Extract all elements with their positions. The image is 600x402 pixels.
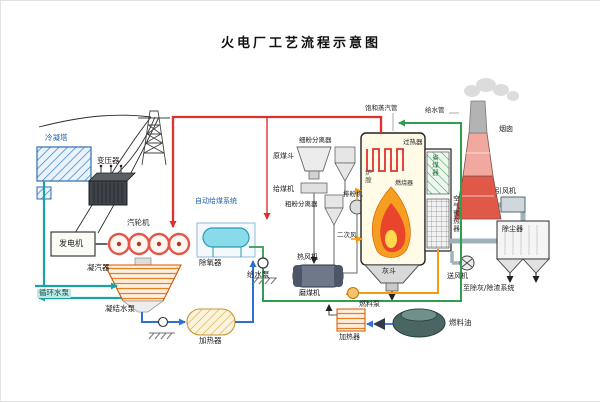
- label-economizer: 省煤器: [430, 154, 439, 177]
- label-circulating-pump: 循环水泵: [37, 288, 71, 298]
- label-fd-fan: 送风机: [447, 272, 468, 280]
- label-fine-separator: 细粉分离器: [299, 136, 332, 144]
- economizer-bank: [426, 151, 450, 195]
- label-coal-mill: 磨煤机: [299, 289, 320, 297]
- label-condenser: 凝汽器: [87, 263, 110, 272]
- generator: [50, 231, 107, 257]
- label-id-fan: 引风机: [495, 187, 516, 195]
- steam-turbine: [107, 232, 191, 256]
- label-cooling-tower: 冷凝塔: [45, 133, 68, 142]
- label-turbine: 汽轮机: [127, 218, 150, 227]
- label-to-ash-system: 至除灰/除渣系统: [463, 284, 515, 292]
- label-auto-coal-system: 自动给煤系统: [195, 197, 237, 205]
- page-title: 火电厂工艺流程示意图: [220, 36, 381, 51]
- label-coarse-separator: 粗粉分离器: [285, 200, 318, 208]
- label-lp-heater: 加热器: [199, 336, 222, 345]
- fuel-heater-shape: [336, 308, 366, 332]
- ash-hopper-shape: [363, 264, 421, 284]
- dust-collector: [495, 220, 551, 283]
- label-exhauster: 排粉机: [343, 190, 363, 198]
- fuel-oil-system: [325, 304, 446, 338]
- label-raw-coal-bunker: 原煤斗: [273, 152, 294, 160]
- label-fuel-heater: 加热器: [339, 333, 360, 341]
- label-fuel-pump: 燃料泵: [359, 300, 380, 308]
- label-generator: 发电机: [59, 239, 83, 248]
- label-air-preheater: 空气预热器: [451, 195, 460, 233]
- feed-pump-symbol: [257, 257, 269, 269]
- label-fuel-oil: 燃料油: [449, 318, 472, 327]
- label-superheater: 过热器: [403, 138, 423, 146]
- forced-draft-fan: [459, 255, 475, 271]
- label-condensate-pump: 凝结水泵: [105, 304, 135, 313]
- lp-heater: [186, 308, 236, 336]
- flame-core: [385, 230, 397, 248]
- transformer: [88, 164, 136, 206]
- induced-draft-fan: [500, 196, 526, 213]
- coal-system: [292, 146, 365, 288]
- label-coal-feeder: 给煤机: [273, 185, 294, 193]
- smoke: [464, 78, 519, 101]
- label-ash-hopper: 灰斗: [382, 267, 396, 275]
- chimney: [454, 78, 519, 220]
- label-leaders: [392, 112, 459, 131]
- label-feed-pump: 给水泵: [247, 270, 270, 279]
- air-preheater-bank: [426, 198, 450, 249]
- cooling-water-pipes: [35, 181, 122, 302]
- transmission-tower: [138, 110, 170, 166]
- condensate-pump-symbol: [157, 316, 169, 328]
- hot-air-fan-symbol: [347, 287, 359, 299]
- steam-pipes: [169, 115, 383, 228]
- ground-symbols: [148, 277, 277, 340]
- label-dust-collector: 除尘器: [502, 225, 523, 233]
- label-burner: 燃烧器: [395, 180, 414, 187]
- fuel-pump-symbol: [373, 318, 385, 330]
- feedwater-pipes: [249, 119, 462, 302]
- label-chimney: 烟囱: [499, 125, 513, 133]
- label-sat-steam-pipe: 饱和蒸汽管: [365, 104, 398, 112]
- label-hot-air-fan: 热风机: [297, 253, 318, 261]
- deaerator: [196, 222, 256, 258]
- label-secondary-air: 二次风: [337, 231, 357, 239]
- label-transformer: 变压器: [97, 156, 120, 165]
- label-furnace: 炉膛: [363, 169, 372, 184]
- label-deaerator: 除氧器: [199, 258, 222, 267]
- label-feedwater-pipe: 给水管: [425, 106, 445, 114]
- condensate-pipes: [141, 260, 257, 326]
- superheater-coil: [366, 148, 404, 172]
